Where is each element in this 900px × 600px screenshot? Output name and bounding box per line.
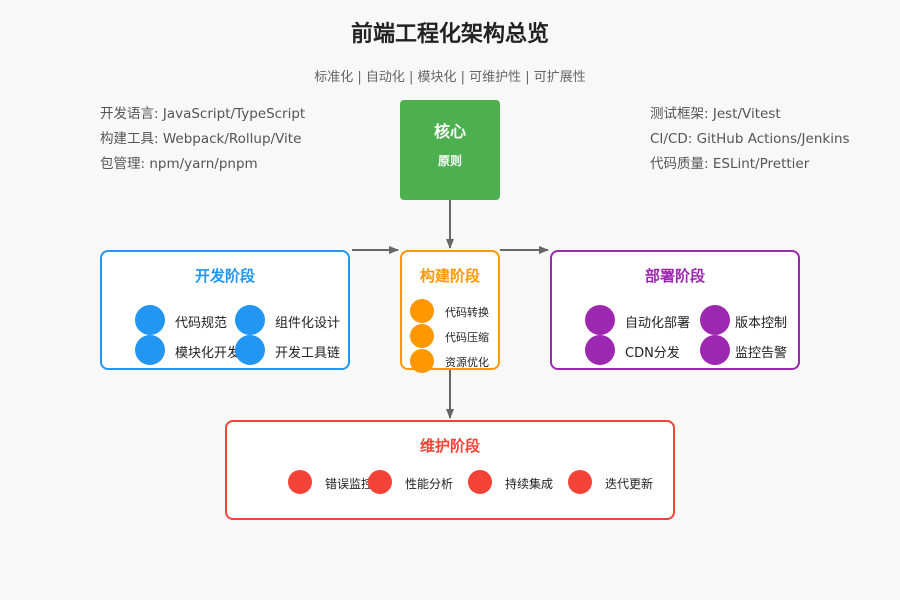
maintain-item-label: 性能分析 bbox=[405, 477, 454, 491]
maintain-item-label: 持续集成 bbox=[505, 477, 554, 491]
maintain-item-dot bbox=[568, 470, 592, 494]
page-title: 前端工程化架构总览 bbox=[350, 22, 549, 47]
deploy-stage-box: 部署阶段 自动化部署 版本控制 CDN分发 监控告警 bbox=[550, 250, 800, 370]
dev-stage-box: 开发阶段 代码规范 组件化设计 模块化开发 开发工具链 bbox=[100, 250, 350, 370]
build-stage-title: 构建阶段 bbox=[419, 267, 480, 285]
build-item-label: 代码转换 bbox=[445, 306, 489, 319]
dev-item-dot bbox=[135, 335, 165, 365]
page-subtitle: 标准化 | 自动化 | 模块化 | 可维护性 | 可扩展性 bbox=[314, 70, 586, 85]
core-principles-box: 核心 原则 bbox=[400, 100, 500, 200]
build-item-dot bbox=[410, 324, 434, 348]
tech-stack-item: 构建工具: Webpack/Rollup/Vite bbox=[100, 131, 302, 147]
deploy-stage-title: 部署阶段 bbox=[644, 267, 705, 285]
tech-stack-item: 开发语言: JavaScript/TypeScript bbox=[100, 106, 306, 122]
tech-stack-right: 测试框架: Jest/Vitest CI/CD: GitHub Actions/… bbox=[650, 102, 850, 177]
deploy-item-dot bbox=[700, 335, 730, 365]
tech-stack-item: 包管理: npm/yarn/pnpm bbox=[100, 156, 258, 172]
build-item-label: 代码压缩 bbox=[445, 331, 489, 344]
deploy-item-dot bbox=[700, 305, 730, 335]
deploy-item-dot bbox=[585, 335, 615, 365]
maintain-item-dot bbox=[468, 470, 492, 494]
dev-item-label: 代码规范 bbox=[175, 316, 228, 331]
tech-stack-left: 开发语言: JavaScript/TypeScript 构建工具: Webpac… bbox=[100, 102, 305, 177]
maintain-item-label: 错误监控 bbox=[325, 477, 374, 491]
maintain-stage-title: 维护阶段 bbox=[419, 437, 480, 455]
core-subtitle: 原则 bbox=[437, 154, 462, 168]
build-item-dot bbox=[410, 349, 434, 373]
build-stage-box: 构建阶段 代码转换 代码压缩 资源优化 bbox=[400, 250, 500, 373]
maintain-item-label: 迭代更新 bbox=[605, 477, 654, 491]
dev-item-label: 开发工具链 bbox=[275, 346, 341, 361]
dev-item-label: 模块化开发 bbox=[175, 346, 241, 361]
tech-stack-item: 测试框架: Jest/Vitest bbox=[650, 106, 781, 122]
dev-item-dot bbox=[235, 335, 265, 365]
deploy-item-label: CDN分发 bbox=[625, 346, 680, 361]
tech-stack-item: 代码质量: ESLint/Prettier bbox=[650, 156, 810, 172]
deploy-item-dot bbox=[585, 305, 615, 335]
maintain-item-dot bbox=[368, 470, 392, 494]
dev-stage-title: 开发阶段 bbox=[194, 267, 255, 285]
deploy-item-label: 版本控制 bbox=[735, 316, 788, 331]
dev-item-dot bbox=[235, 305, 265, 335]
dev-item-dot bbox=[135, 305, 165, 335]
deploy-item-label: 自动化部署 bbox=[625, 316, 691, 331]
maintain-stage-box: 维护阶段 错误监控 性能分析 持续集成 迭代更新 bbox=[225, 420, 675, 520]
dev-item-label: 组件化设计 bbox=[275, 316, 341, 331]
build-item-dot bbox=[410, 299, 434, 323]
core-title: 核心 bbox=[433, 122, 466, 141]
deploy-item-label: 监控告警 bbox=[735, 346, 788, 361]
tech-stack-item: CI/CD: GitHub Actions/Jenkins bbox=[650, 131, 850, 147]
maintain-item-dot bbox=[288, 470, 312, 494]
build-item-label: 资源优化 bbox=[445, 356, 489, 369]
